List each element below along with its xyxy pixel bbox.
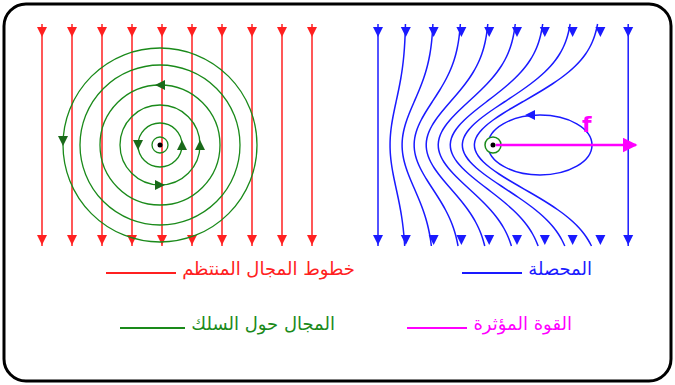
legend-text: خطوط المجال المنتظم — [182, 258, 355, 279]
field-line — [221, 24, 223, 246]
arrowhead — [623, 27, 633, 37]
arrowhead — [67, 235, 77, 245]
arrowhead — [429, 27, 439, 37]
arrowhead — [67, 27, 77, 37]
arrowhead — [277, 27, 287, 37]
wire-symbol — [485, 110, 636, 175]
arrowhead — [307, 235, 317, 245]
arrowhead — [401, 27, 411, 37]
frame — [4, 4, 671, 381]
legend-line-sample — [407, 327, 467, 329]
field-line — [191, 24, 193, 246]
field-line — [281, 24, 283, 246]
arrowhead — [623, 235, 633, 245]
legend-text: المحصلة — [528, 258, 592, 279]
arrowhead — [456, 235, 466, 245]
arrowhead — [157, 27, 167, 37]
arrowhead — [217, 27, 227, 37]
arrowhead — [512, 235, 522, 245]
arrowhead — [540, 235, 550, 245]
arrowhead — [525, 110, 535, 120]
arrowhead — [540, 27, 550, 37]
arrowhead — [133, 140, 143, 150]
field-circle — [100, 85, 220, 205]
arrowhead — [37, 27, 47, 37]
legend-line-sample — [462, 272, 522, 274]
arrowhead — [195, 140, 205, 150]
field-line — [474, 24, 597, 246]
arrowhead — [277, 235, 287, 245]
force-arrow — [496, 144, 636, 147]
arrowhead — [512, 27, 522, 37]
field-line — [377, 24, 379, 246]
arrowhead — [373, 235, 383, 245]
arrowhead — [37, 235, 47, 245]
field-line — [161, 24, 163, 246]
arrowhead — [401, 235, 411, 245]
arrowhead — [187, 27, 197, 37]
arrowhead — [58, 136, 68, 146]
arrowhead — [217, 235, 227, 245]
uniform-field-lines — [37, 24, 317, 246]
resultant-field-lines — [373, 24, 633, 246]
field-line — [462, 24, 570, 246]
legend-text: المجال حول السلك — [191, 313, 335, 334]
arrowhead — [97, 235, 107, 245]
legend-line-sample — [120, 327, 185, 329]
field-line — [71, 24, 73, 246]
arrowhead — [97, 27, 107, 37]
legend-entry: القوة المؤثرة — [407, 313, 572, 334]
legend-entry: المجال حول السلك — [120, 313, 335, 334]
field-circle — [63, 48, 257, 242]
field-line — [627, 24, 629, 246]
wire-dot — [158, 143, 163, 148]
wire-field-circles — [58, 48, 257, 242]
arrowhead — [127, 27, 137, 37]
arrowhead — [155, 180, 165, 190]
arrowhead — [373, 27, 383, 37]
legend-text: القوة المؤثرة — [473, 313, 572, 334]
field-circle — [152, 137, 168, 153]
arrowhead — [595, 27, 605, 37]
field-line — [251, 24, 253, 246]
arrowhead — [247, 235, 257, 245]
legend-entry: المحصلة — [462, 258, 592, 279]
arrowhead — [155, 80, 165, 90]
arrowhead — [307, 27, 317, 37]
arrowhead — [595, 235, 605, 245]
arrowhead — [157, 235, 167, 245]
arrowhead — [484, 27, 494, 37]
arrowhead — [247, 27, 257, 37]
field-circle — [80, 65, 240, 225]
arrowhead — [177, 140, 187, 150]
wire-dot — [491, 143, 496, 148]
arrowhead — [456, 27, 466, 37]
field-line — [450, 24, 542, 246]
field-line — [311, 24, 313, 246]
legend-line-sample — [106, 272, 176, 274]
arrowhead — [568, 27, 578, 37]
legend-entry: خطوط المجال المنتظم — [106, 258, 355, 279]
force-label: f — [582, 112, 592, 137]
arrowhead — [429, 235, 439, 245]
field-circle — [120, 105, 200, 185]
field-line — [41, 24, 43, 246]
field-line — [426, 24, 488, 246]
field-line — [131, 24, 133, 246]
arrowhead — [568, 235, 578, 245]
arrowhead — [484, 235, 494, 245]
field-circle — [138, 123, 182, 167]
